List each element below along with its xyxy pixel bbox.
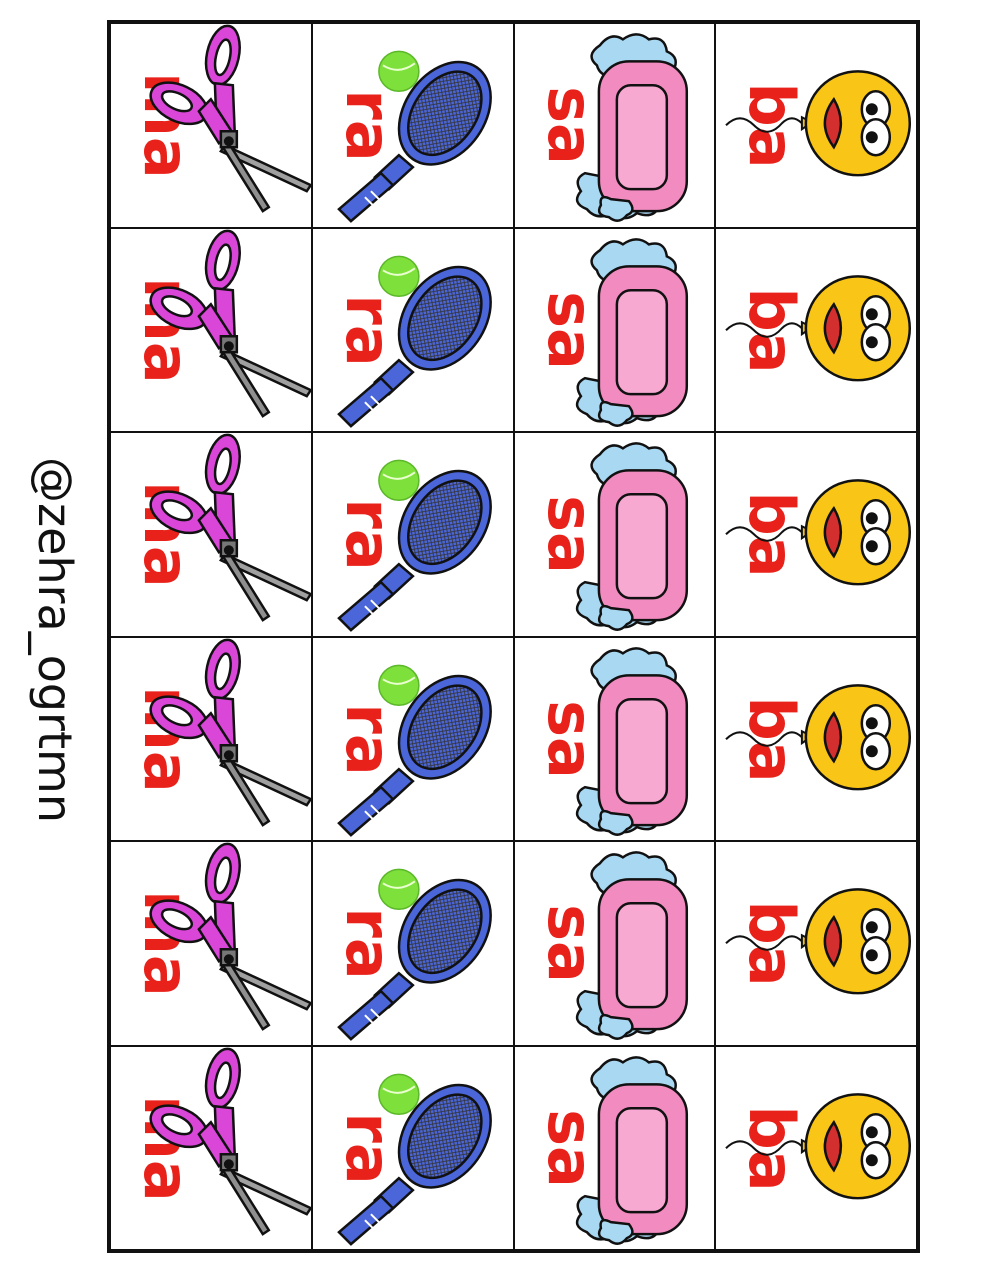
scissors-icon — [149, 24, 311, 213]
tennis-racket-icon — [336, 868, 492, 1041]
tennis-racket-icon — [336, 459, 492, 632]
balloon-icon — [725, 888, 912, 995]
syllable-card: ma — [110, 841, 312, 1046]
scissors-icon — [149, 229, 311, 418]
syllable-card: ba — [715, 23, 917, 228]
tennis-racket-icon — [336, 1073, 492, 1246]
balloon-icon — [725, 683, 912, 790]
soap-icon — [575, 237, 688, 427]
syllable-card: ba — [715, 841, 917, 1046]
syllable-card: ma — [110, 1045, 312, 1250]
syllable-card: sa — [513, 227, 716, 432]
syllable-card: ra — [311, 841, 514, 1046]
syllable-card: sa — [513, 432, 716, 637]
syllable-card: sa — [513, 23, 716, 228]
syllable-card: sa — [513, 1045, 716, 1250]
syllable-card: ra — [311, 636, 514, 841]
balloon-icon — [725, 479, 912, 586]
scissors-icon — [149, 842, 311, 1031]
soap-icon — [575, 646, 688, 836]
balloon-icon — [725, 1092, 912, 1199]
syllable-card: ra — [311, 23, 514, 228]
syllable-card: sa — [513, 841, 716, 1046]
tennis-racket-icon — [336, 664, 492, 837]
syllable-card: ba — [715, 432, 917, 637]
balloon-icon — [725, 70, 912, 177]
balloon-icon — [725, 274, 912, 381]
syllable-card: ra — [311, 1045, 514, 1250]
scissors-icon — [149, 638, 311, 827]
syllable-card: sa — [513, 636, 716, 841]
tennis-racket-icon — [336, 255, 492, 428]
syllable-card: ma — [110, 636, 312, 841]
syllable-card: ma — [110, 227, 312, 432]
soap-icon — [575, 33, 688, 222]
soap-icon — [575, 1055, 688, 1245]
syllable-card: ma — [110, 23, 312, 228]
syllable-card: ra — [311, 432, 514, 637]
tennis-racket-icon — [336, 50, 492, 223]
syllable-card: ba — [715, 227, 917, 432]
scissors-icon — [149, 1047, 311, 1236]
syllable-card: ra — [311, 227, 514, 432]
scissors-icon — [149, 433, 311, 622]
soap-icon — [575, 442, 688, 631]
syllable-card: ba — [715, 1045, 917, 1250]
syllable-card: ma — [110, 432, 312, 637]
syllable-card-grid: ma ra sa — [107, 20, 920, 1253]
syllable-card: ba — [715, 636, 917, 841]
soap-icon — [575, 851, 688, 1040]
watermark-handle: @zehra_ogrtmn — [28, 457, 82, 823]
